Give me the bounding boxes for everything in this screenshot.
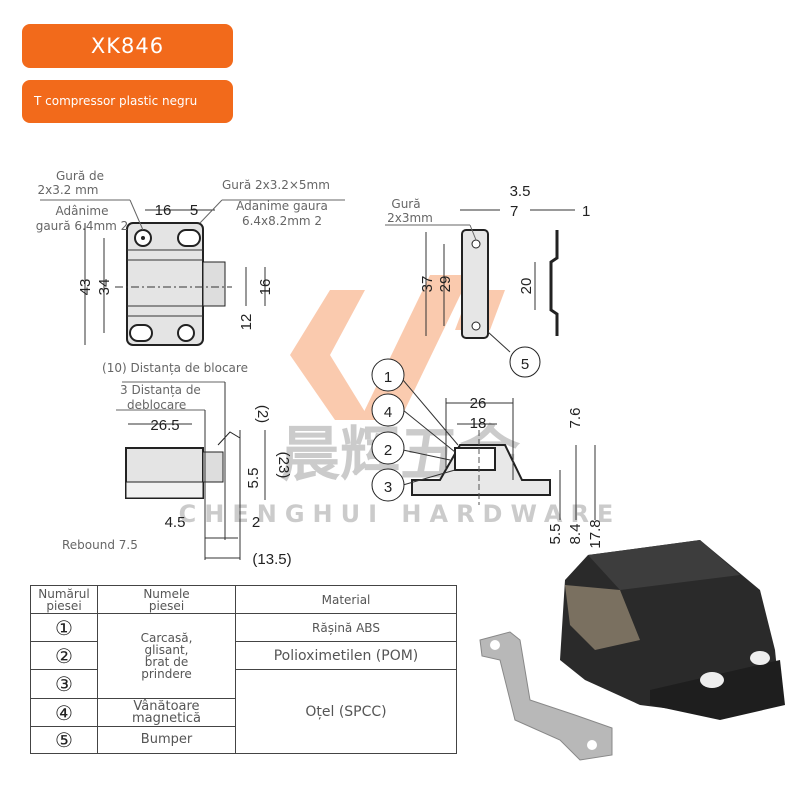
- name-line: Vânătoare: [133, 698, 200, 714]
- dim-label: 34: [96, 279, 113, 296]
- material: Rășină ABS: [235, 613, 457, 642]
- depth-right-label: 6.4x8.2mm 2: [242, 214, 322, 228]
- dim-label: 3.5: [510, 183, 531, 200]
- front-view: Gură de 2x3.2 mm Adânime gaură 6.4mm 2 G…: [36, 169, 345, 346]
- hole-left-label: 2x3.2 mm: [37, 183, 98, 197]
- header-text: piesei: [148, 598, 185, 613]
- model-badge: XK846: [22, 24, 233, 68]
- dim-label: 7: [510, 203, 518, 220]
- depth-right-label: Adanime gaura: [236, 199, 328, 213]
- dim-label: 37: [419, 276, 436, 293]
- section-view: 1 4 2 3 26 18 7.6 5.5 8.4 17.8: [371, 358, 604, 549]
- part-name: Carcasă, glisant, brat de prindere: [97, 613, 236, 699]
- dim-label: 1: [582, 203, 590, 220]
- unlock-distance-label: 3 Distanța de: [120, 383, 201, 397]
- header-text: Numele: [143, 586, 190, 601]
- part-number: ⑤: [30, 726, 98, 754]
- hole-right-label: Gură 2x3.2×5mm: [222, 178, 330, 192]
- part-number: ④: [30, 698, 98, 727]
- depth-left-label: gaură 6.4mm 2: [36, 219, 129, 233]
- header-text: piesei: [46, 598, 82, 613]
- dim-label: (13.5): [252, 551, 291, 568]
- dim-label: 26.5: [150, 417, 179, 434]
- hole-left-label: Gură de: [56, 169, 104, 183]
- dim-label: 29: [437, 276, 454, 293]
- name-line: brat de: [144, 655, 189, 669]
- part-callout-2: 2: [384, 442, 392, 459]
- lock-distance-label: (10) Distanța de blocare: [102, 361, 248, 375]
- dim-label: 16: [257, 279, 274, 296]
- part-callout-4: 4: [384, 404, 392, 421]
- dim-label: 20: [518, 278, 535, 295]
- part-number: ③: [30, 669, 98, 699]
- dim-label: 18: [470, 415, 487, 432]
- subtitle-badge: T compressor plastic negru: [22, 80, 233, 123]
- dim-label: 16: [155, 202, 172, 219]
- part-callout-1: 1: [384, 369, 392, 386]
- dim-label: 26: [470, 395, 487, 412]
- strike-view: 5 Gură 2x3mm 7 37 29 3.5 1 20: [385, 183, 590, 378]
- strike-hole-label: Gură: [391, 197, 420, 211]
- dim-label: 4.5: [165, 514, 186, 531]
- dim-label: 5: [190, 202, 198, 219]
- material: Oțel (SPCC): [235, 669, 457, 754]
- dim-label: (2): [254, 405, 271, 423]
- name-line: magnetică: [132, 710, 201, 726]
- name-line: glisant,: [144, 643, 189, 657]
- name-line: Carcasă,: [140, 631, 193, 645]
- dim-label: 17.8: [587, 519, 604, 548]
- part-number: ①: [30, 613, 98, 642]
- dim-label: 2: [252, 514, 260, 531]
- name-line: prindere: [141, 667, 192, 681]
- dim-label: 43: [77, 279, 94, 296]
- rebound-label: Rebound 7.5: [62, 538, 138, 552]
- side-view: (10) Distanța de blocare 3 Distanța de d…: [62, 361, 292, 568]
- part-callout-3: 3: [384, 479, 392, 496]
- header-material: Material: [235, 585, 457, 614]
- part-callouts: 1 4 2 3: [371, 358, 405, 502]
- part-callout-5: 5: [521, 356, 529, 373]
- dim-label: (23): [275, 452, 292, 479]
- product-photo: [479, 540, 785, 761]
- dim-label: 8.4: [567, 524, 584, 545]
- header-text: Numărul: [38, 586, 90, 601]
- depth-left-label: Adânime: [56, 204, 109, 218]
- dim-label: 7.6: [567, 408, 584, 429]
- watermark-en: CHENGHUI HARDWARE: [179, 500, 622, 528]
- material: Polioximetilen (POM): [235, 641, 457, 670]
- dim-label: 5.5: [245, 468, 262, 489]
- dim-label: 5.5: [547, 524, 564, 545]
- dim-label: 12: [238, 314, 255, 331]
- unlock-distance-label: deblocare: [127, 398, 186, 412]
- part-number: ②: [30, 641, 98, 670]
- strike-hole-label: 2x3mm: [387, 211, 433, 225]
- part-name: Bumper: [97, 726, 236, 754]
